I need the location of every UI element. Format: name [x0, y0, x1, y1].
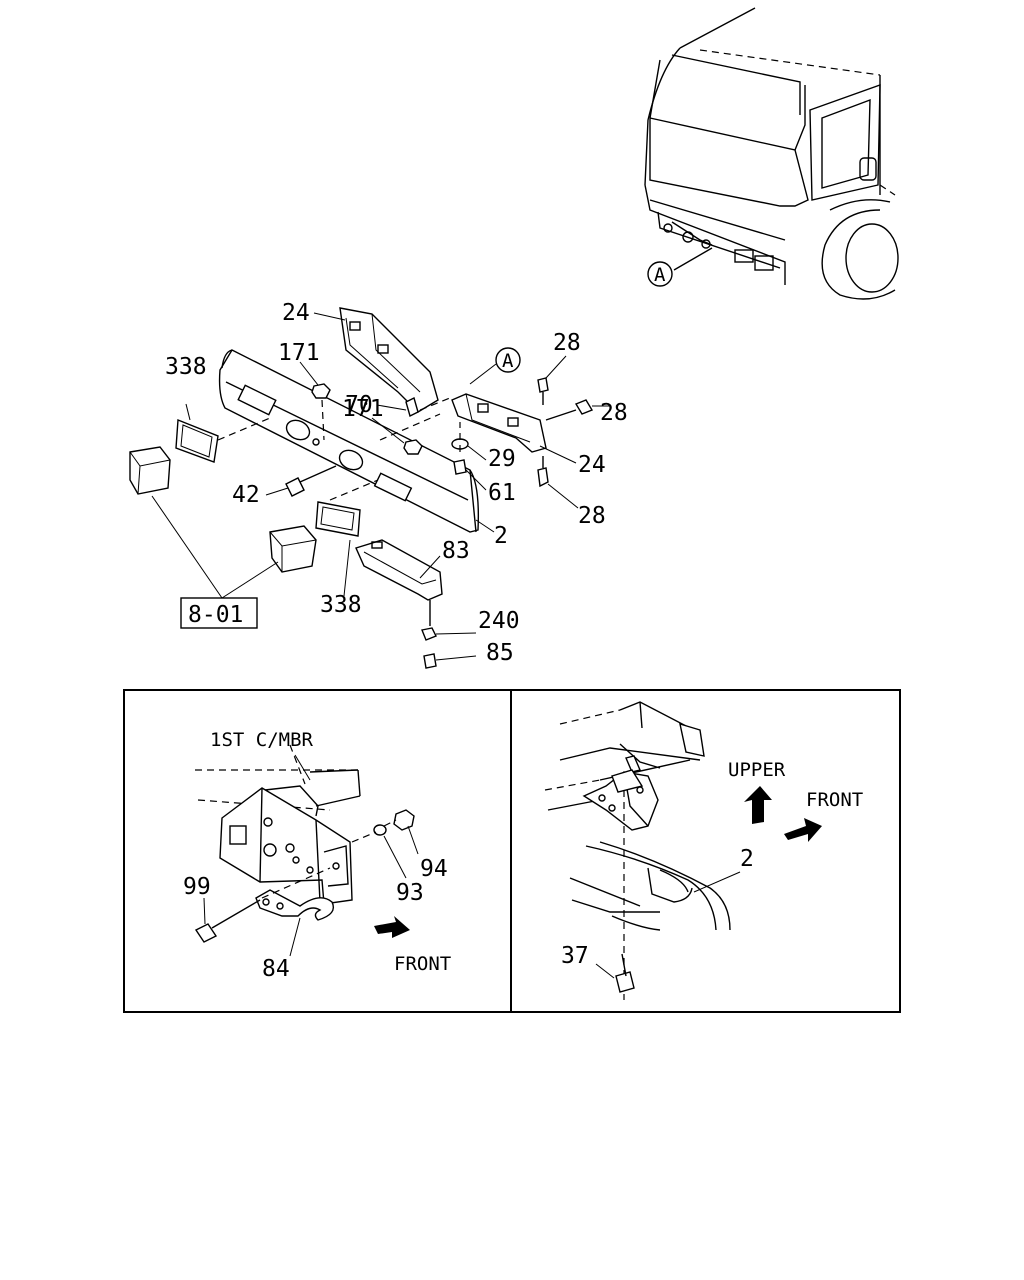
- bumper-leaders: [151, 312, 610, 661]
- label-84: 84: [262, 956, 290, 982]
- truck-callout-a-label: A: [654, 264, 666, 286]
- label-37: 37: [561, 943, 589, 969]
- lamp-8-01-left: [129, 446, 171, 495]
- label-2-mount: 2: [740, 846, 754, 872]
- label-83: 83: [442, 538, 470, 564]
- detail-right-labels: UPPER FRONT 2 37: [561, 759, 863, 969]
- bracket-70: [405, 396, 419, 418]
- bolt-28-top: [537, 377, 549, 405]
- tow-hook-84: [255, 889, 335, 921]
- truck-callout-a: [647, 261, 673, 287]
- bolt-28-bottom: [537, 456, 549, 488]
- callout-a-bumper: [495, 347, 521, 373]
- nut-240: [421, 627, 437, 641]
- label-28-top: 28: [553, 330, 581, 356]
- nut-171-a: [311, 383, 331, 399]
- bolt-85: [423, 653, 437, 669]
- label-70: 70: [345, 392, 373, 418]
- detail-bumper-mount: [544, 701, 822, 1000]
- nut-171-b: [403, 439, 423, 455]
- label-29: 29: [488, 446, 516, 472]
- front-arrow-right: [784, 818, 822, 842]
- bolt-99: [194, 923, 218, 943]
- nut-94: [393, 809, 415, 831]
- label-24-right: 24: [578, 452, 606, 478]
- bolt-42: [285, 477, 305, 497]
- label-ref-8-01: 8-01: [188, 602, 243, 628]
- upper-arrow: [744, 786, 772, 824]
- label-240: 240: [478, 608, 520, 634]
- label-338-lower: 338: [320, 592, 362, 618]
- bolt-61: [453, 459, 467, 475]
- gasket-338-upper: [175, 418, 219, 463]
- front-arrow-left: [374, 916, 410, 938]
- label-171-a: 171: [278, 340, 320, 366]
- label-94: 94: [420, 856, 448, 882]
- bumper-assembly: [129, 307, 594, 669]
- bracket-24-right: [451, 393, 547, 453]
- bolt-37: [615, 971, 635, 993]
- label-ref-a: A: [502, 350, 514, 372]
- label-2-bumper: 2: [494, 523, 508, 549]
- detail-left-labels: 1ST C/MBR 94 93 99 84 FRONT: [183, 729, 451, 982]
- label-1st-cmbr: 1ST C/MBR: [210, 729, 314, 751]
- label-171-b: 171: [342, 396, 384, 422]
- label-99: 99: [183, 874, 211, 900]
- bumper-labels: 24 171 338 70 171 A 28 28 29 24 61 42 2 …: [165, 300, 628, 666]
- label-front-right: FRONT: [806, 789, 863, 811]
- truck-overview: A: [644, 7, 899, 300]
- detail-tow-hook: [194, 744, 419, 957]
- label-28-right: 28: [600, 400, 628, 426]
- bumper-lamp-cutout-left: [237, 384, 277, 416]
- label-front-left: FRONT: [394, 953, 451, 975]
- bracket-83: [355, 539, 443, 601]
- label-24-upper: 24: [282, 300, 310, 326]
- washer-93: [373, 824, 387, 836]
- label-338-upper: 338: [165, 354, 207, 380]
- lamp-8-01-right: [269, 525, 317, 573]
- label-upper: UPPER: [728, 759, 786, 781]
- label-85: 85: [486, 640, 514, 666]
- label-42: 42: [232, 482, 260, 508]
- bumper-bar: [218, 349, 480, 533]
- label-28-bottom: 28: [578, 503, 606, 529]
- label-93: 93: [396, 880, 424, 906]
- bolt-28-right: [545, 399, 594, 421]
- label-61: 61: [488, 480, 516, 506]
- gasket-338-lower: [315, 501, 361, 537]
- ref-8-01-box: [180, 597, 258, 629]
